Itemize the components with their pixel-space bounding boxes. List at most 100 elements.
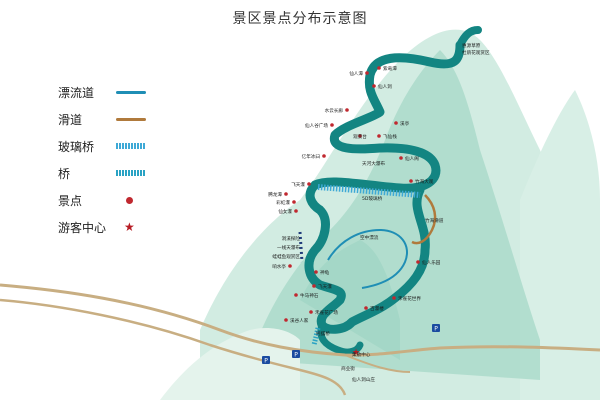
place-label: 彩虹瀑: [276, 199, 290, 206]
river-upper: [456, 26, 482, 49]
scenic-dot-icon: [284, 318, 288, 322]
place-marker: 牛马神石: [294, 292, 319, 299]
place-label: 仙人乐园: [422, 259, 441, 266]
place-marker: 5D玻璃桥: [362, 195, 383, 202]
scenic-dot-icon: [330, 123, 334, 127]
place-label: 集散中心: [352, 351, 371, 358]
place-marker: 竹海大观: [409, 178, 434, 185]
place-label: 洞溪探险: [282, 235, 301, 242]
place-marker: 摇摆桥: [316, 330, 330, 337]
scenic-dot-icon: [358, 134, 362, 138]
legend-item-visitor: 游客中心 ★: [58, 215, 198, 239]
place-marker: 禾雀花世界: [392, 295, 421, 302]
slide-route: [411, 194, 437, 245]
place-marker: 水云长廊: [325, 107, 349, 114]
line-icon: [116, 90, 146, 94]
place-marker: 神龟: [314, 269, 330, 276]
cliff-path: [298, 231, 304, 263]
river-lower: [317, 321, 364, 356]
place-marker: 仙人阁: [399, 155, 419, 162]
place-label: 百瀑楼: [370, 305, 384, 312]
place-marker: 响水亭: [272, 263, 292, 270]
star-icon: ★: [124, 220, 135, 234]
place-marker: 洞溪探险: [282, 235, 301, 242]
place-label: 竹海大观: [415, 178, 434, 185]
scenic-dot-icon: [314, 270, 318, 274]
place-marker: 飞仙栈: [377, 133, 397, 140]
scenic-dot-icon: [399, 156, 403, 160]
svg-text:P: P: [434, 326, 438, 333]
place-label: 神龟: [320, 269, 330, 276]
place-marker: 杜鹃花观赏区: [462, 49, 490, 56]
legend-label: 桥: [58, 166, 71, 181]
place-marker: 观景台: [353, 133, 367, 140]
road-network: [0, 283, 600, 396]
place-label: 仙人谷广场: [305, 122, 328, 129]
place-marker: 飞天瀑: [312, 283, 332, 290]
place-label: 一线天瀑布: [277, 244, 300, 251]
place-label: 杜鹃花观赏区: [462, 49, 490, 56]
place-label: 飞天瀑: [291, 181, 305, 188]
scenic-dot-icon: [394, 121, 398, 125]
place-label: 仙人阁: [405, 155, 419, 162]
place-marker: 仙人乐园: [416, 259, 441, 266]
place-marker: 一线天瀑布: [277, 244, 300, 251]
legend-label: 漂流道: [58, 85, 95, 100]
place-marker: 商业街: [341, 365, 355, 372]
place-label: 响水亭: [272, 263, 286, 270]
scenic-dot-icon: [416, 260, 420, 264]
places-layer: 惠源草原杜鹃花观赏区紫竜潭仙人潭仙人洞水云长廊仙人谷广场溪亭观景台飞仙栈亿年冰臼…: [268, 42, 490, 383]
place-label: 溪谷人家: [290, 317, 309, 324]
parking-icon: P: [292, 350, 300, 359]
place-label: 惠源草原: [462, 42, 481, 49]
place-marker: 仙人潭: [349, 70, 369, 77]
place-label: 竹海滑道: [425, 217, 444, 224]
line-icon: [116, 117, 146, 121]
mountain-background: [160, 29, 600, 400]
place-label: 摇摆桥: [316, 330, 330, 337]
place-label: 空中漂流: [360, 234, 379, 241]
place-label: 5D玻璃桥: [362, 195, 383, 202]
place-marker: 仙女瀑: [278, 208, 298, 215]
place-label: 腾龙潭: [268, 191, 282, 198]
svg-text:P: P: [264, 358, 268, 365]
scenic-dot-icon: [294, 293, 298, 297]
place-marker: 溪亭: [394, 120, 410, 127]
parking-markers: P P P: [262, 324, 440, 365]
map-legend: 漂流道滑道玻璃桥桥景点游客中心★: [58, 80, 198, 242]
scenic-dot-icon: [392, 296, 396, 300]
place-marker: 仙人谷广场: [305, 122, 334, 129]
legend-label: 滑道: [58, 112, 83, 127]
east-road: [344, 354, 411, 373]
dot-icon: [126, 196, 133, 204]
scenic-dot-icon: [409, 179, 413, 183]
legend-item-glass_bridge: 玻璃桥: [58, 134, 198, 158]
scenic-dot-icon: [372, 84, 376, 88]
legend-label: 玻璃桥: [58, 139, 95, 154]
scenic-dot-icon: [309, 310, 313, 314]
legend-label: 游客中心: [58, 220, 107, 235]
place-marker: 紫竜潭: [377, 65, 397, 72]
river-line: [304, 40, 465, 334]
place-label: 天河大瀑布: [362, 160, 385, 167]
scenic-dot-icon: [294, 209, 298, 213]
scenic-dot-icon: [292, 200, 296, 204]
main-road: [0, 283, 600, 357]
place-marker: 溪谷人家: [284, 317, 309, 324]
place-marker: 飞天瀑: [291, 181, 311, 188]
parking-icon: P: [262, 356, 270, 365]
place-label: 仙人洞: [378, 83, 392, 90]
place-marker: 百瀑楼: [364, 305, 384, 312]
place-label: 仙女瀑: [278, 208, 292, 215]
place-marker: 仙人洞山庄: [352, 376, 375, 383]
place-label: 观景台: [353, 133, 367, 140]
scenic-dot-icon: [322, 154, 326, 158]
river-route: [304, 26, 482, 356]
place-marker: 蛙蛙鱼观赏区: [272, 253, 300, 260]
scenic-dot-icon: [377, 134, 381, 138]
place-label: 蛙蛙鱼观赏区: [272, 253, 300, 260]
place-label: 禾雀花广场: [315, 309, 338, 316]
striped-line-icon: [116, 143, 146, 149]
place-label: 商业街: [341, 365, 355, 372]
